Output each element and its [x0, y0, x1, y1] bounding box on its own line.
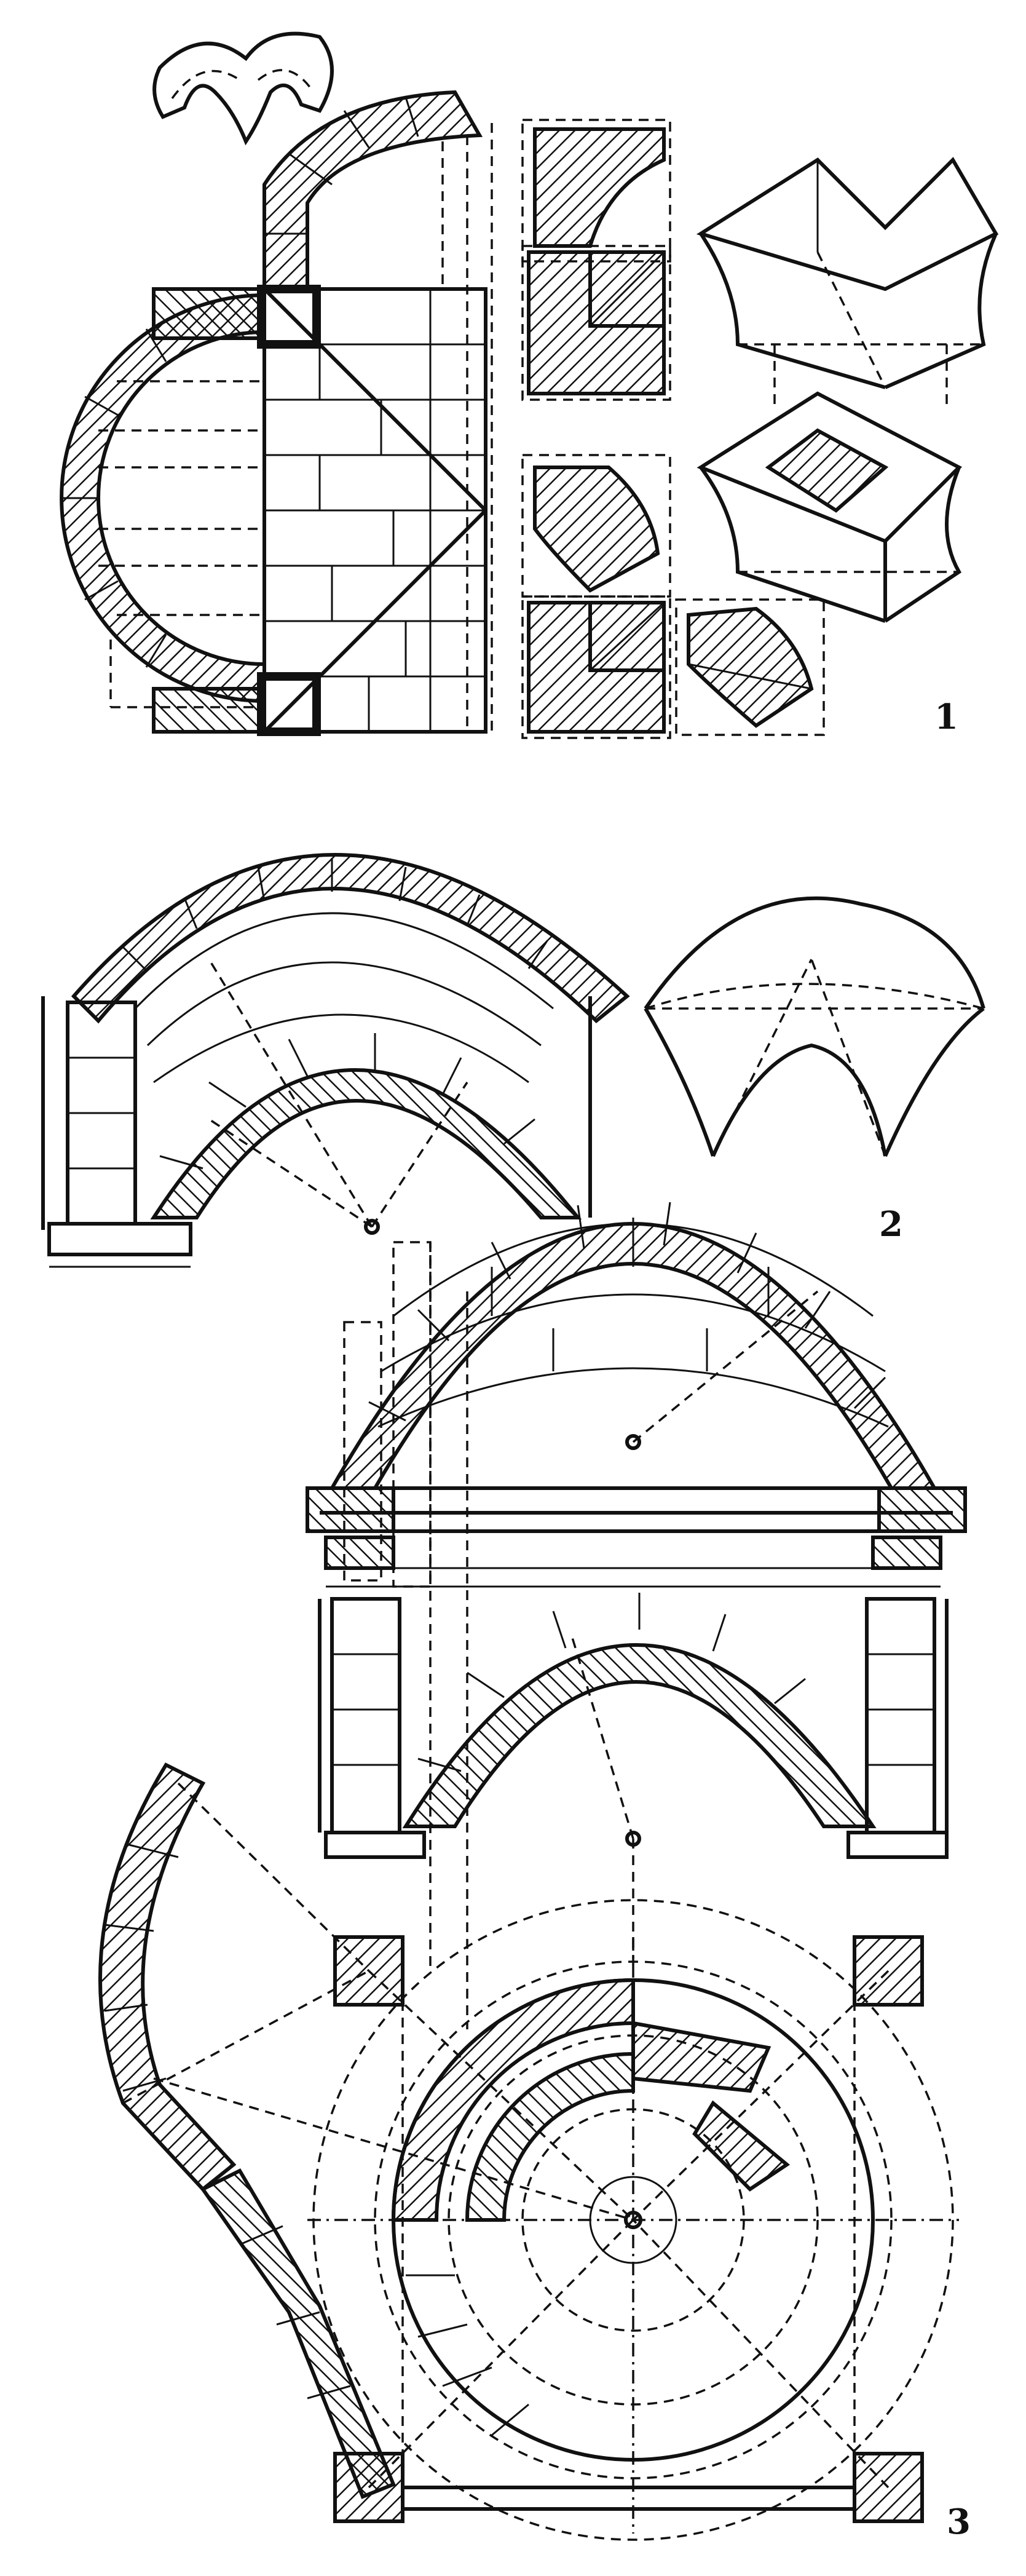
fig3-pendentive-section [98, 1762, 634, 2499]
fig1-voussoir-blocks [521, 119, 825, 739]
fig1-ashlar-wall [109, 90, 493, 736]
fig2-perspective-cloister-vault [644, 896, 985, 1157]
fig1-isometric-blocks [696, 157, 999, 623]
figure-3-number: 3 [947, 2502, 971, 2542]
figure-1-groin-vault: 1 [60, 31, 999, 739]
figure-3-dome-on-pendentives: 3 [98, 1202, 971, 2542]
figure-2-number: 2 [879, 1204, 903, 1245]
figure-1-number: 1 [934, 697, 958, 737]
fig3-dome-elevation [306, 1202, 967, 2029]
fig1-perspective-vault-sketch [152, 31, 334, 146]
fig1-left-arch-elevation [60, 293, 266, 703]
figure-2-barrel-vault: 2 [41, 853, 985, 1268]
